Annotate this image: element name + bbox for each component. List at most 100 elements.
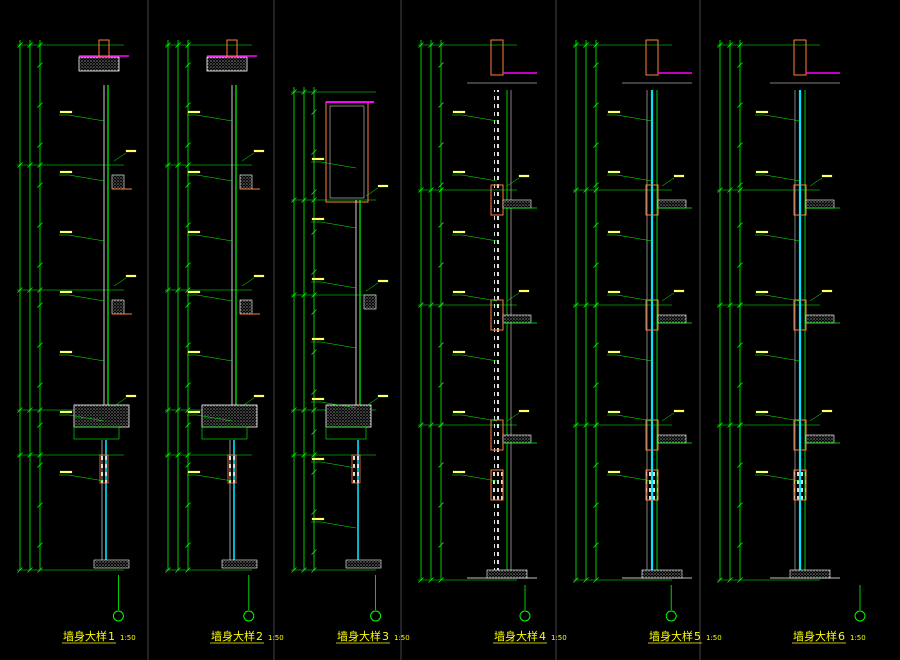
leader-line [616,234,653,242]
note-text-stub [187,470,201,474]
dimension-tick [175,567,181,573]
dimension-tick [27,287,33,293]
panel-number: 3 [382,630,389,643]
dimension-tick [185,182,191,188]
leader-line [809,177,823,187]
leader-line [320,401,357,409]
dimension-tick [737,222,743,228]
leader-line [506,177,520,187]
dimension-tick [185,142,191,148]
dimension-tick [573,577,579,583]
dimension-tick [737,302,743,308]
floor-slab-edge [239,299,253,315]
dimension-tick [428,42,434,48]
leader-line [809,412,823,422]
note-text-stub [518,174,530,178]
note-text-stub [755,170,769,174]
panel-scale: 1:50 [551,634,567,642]
dimension-tick [593,187,599,193]
leader-line [320,521,357,529]
leader-line [461,354,498,362]
dimension-tick [428,577,434,583]
dimension-tick [311,549,317,555]
note-text-stub [518,409,530,413]
dimension-tick [737,422,743,428]
dimension-tick [593,577,599,583]
dimension-tick [418,577,424,583]
panel-title: 墙身大样 [649,629,693,643]
dimension-tick [185,452,191,458]
dimension-tick [418,187,424,193]
dimension-tick [438,262,444,268]
dimension-tick [593,342,599,348]
leader-line [68,354,105,362]
dimension-tick [185,222,191,228]
dimension-tick [593,42,599,48]
dimension-tick [37,382,43,388]
ground-slab [221,559,258,569]
note-text-stub [607,110,621,114]
dimension-tick [165,407,171,413]
note-text-stub [59,170,73,174]
panel-number: 5 [694,630,701,643]
note-text-stub [673,289,685,293]
leader-line [320,341,357,349]
dimension-tick [727,577,733,583]
leader-line [365,397,379,407]
leader-line [616,414,653,422]
leader-line [68,114,105,122]
leader-line [764,294,801,302]
leader-line [461,174,498,182]
dimension-tick [418,42,424,48]
axis-bubble [665,610,677,622]
dimension-tick [27,452,33,458]
axis-bubble [112,610,124,622]
dimension-tick [311,229,317,235]
ground-slab [93,559,130,569]
note-text-stub [377,184,389,188]
panel-title: 墙身大样 [63,629,107,643]
dimension-tick [311,567,317,573]
beam-outline [201,426,248,440]
leader-line [661,177,675,187]
leader-line [764,414,801,422]
insulation-column [494,90,500,575]
dimension-tick [17,407,23,413]
leader-line [320,221,357,229]
note-text-stub [452,290,466,294]
panel-number: 4 [539,630,546,643]
base-slab [325,404,372,428]
floor-slab-edge [657,199,687,209]
window-frame [351,454,361,484]
dimension-tick [418,422,424,428]
note-text-stub [452,350,466,354]
dimension-tick [593,542,599,548]
dimension-tick [301,89,307,95]
leader-line [461,474,498,482]
dimension-tick [737,542,743,548]
leader-line [196,174,233,182]
dimension-tick [301,407,307,413]
note-text-stub [452,110,466,114]
roof-slab [206,56,248,72]
dimension-tick [593,222,599,228]
leader-line [113,397,127,407]
note-text-stub [755,110,769,114]
axis-bubble [370,610,382,622]
floor-slab-edge [657,434,687,444]
leader-line [616,114,653,122]
note-text-stub [755,350,769,354]
dimension-tick [428,187,434,193]
leader-line [461,114,498,122]
leader-line [241,397,255,407]
parapet [490,39,504,76]
dimension-tick [573,422,579,428]
roof-slab [78,56,120,72]
dimension-tick [17,567,23,573]
note-text-stub [607,170,621,174]
dimension-tick [727,187,733,193]
note-text-stub [311,457,325,461]
